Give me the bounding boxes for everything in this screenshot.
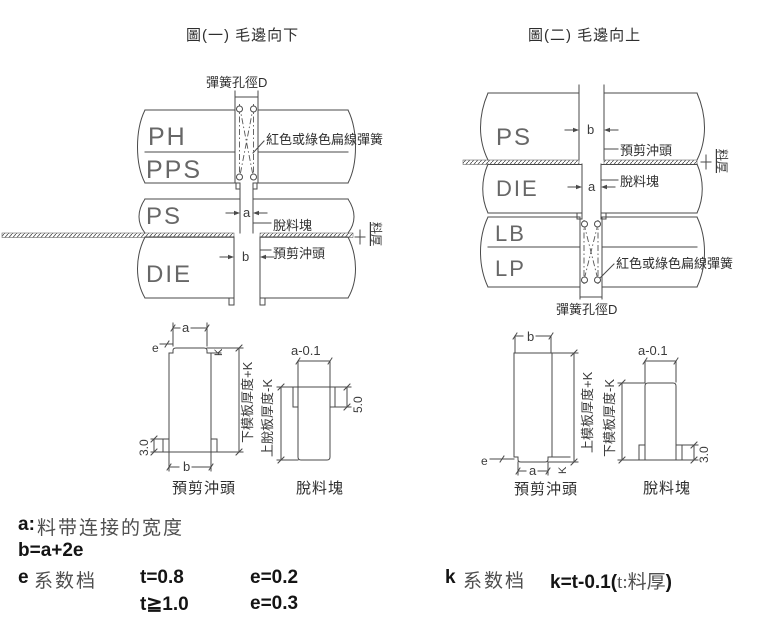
fig2-material-strip-left [462,159,580,165]
fig2-strip-thickness-dim: 料厚 [700,149,729,173]
note-k-formula-post: ) [665,572,672,593]
figure2-title: 圖(二) 毛邊向上 [528,27,641,44]
fig1-spring-hole-walls [234,96,259,184]
fig1-dim-b-text: b [242,249,249,264]
fig2-spring-hole-dim-label: 彈簧孔徑D [556,302,617,317]
fig2-dim-b: b [564,122,619,137]
fig2-plate-label-lb: LB [495,221,526,246]
d2-stripper-dim-width: a-0.1 [638,343,668,358]
note-k-formula-pre: k=t-0.1( [550,572,618,593]
note-k-label: 系数档 [463,571,527,592]
figure2-assembly: 圖(二) 毛邊向上 PS b 預剪沖頭 料厚 [462,27,733,317]
fig1-spring-hole-dim-label: 彈簧孔徑D [206,75,267,90]
d1-stripper-dim-length: 上脫板厚度-K [260,379,275,457]
d2-stripper-dim-flange: 3.0 [697,446,711,463]
fig2-punch-label: 預剪沖頭 [620,143,672,158]
fig1-stripper-plate: PS [138,198,355,234]
fig1-plate-label-ps: PS [146,203,182,230]
fig2-material-strip-right [603,159,698,165]
fig1-upper-plate-stack: PH PPS [137,109,356,184]
fig1-plate-label-pps: PPS [146,156,202,184]
note-a-text: 料带连接的宽度 [37,518,185,539]
note-row2-t: t≧1.0 [140,594,189,615]
d2-punch-dim-k: K [557,466,569,474]
note-row1-t: t=0.8 [140,567,184,588]
note-e-letter: e [18,567,29,588]
fig2-stripper-label: 脫料塊 [620,174,659,189]
note-b-formula: b=a+2e [18,540,84,561]
fig2-stripper-block-walls [581,163,602,214]
d1-punch-dim-length: 下模板厚度+K [240,361,255,443]
fig1-dim-b: b [219,249,275,264]
fig2-dim-b-text: b [587,122,594,137]
fig1-plate-label-die: DIE [146,261,192,288]
fig2-dim-a: a [567,179,616,194]
fig2-die-plate: DIE [482,163,703,214]
d1-punch-dim-k: K [213,348,225,356]
detail-fig1-punch: a e K 下模板厚度+K 3.0 b 預剪沖頭 [137,320,255,497]
d2-punch-caption: 預剪沖頭 [514,481,578,498]
fig2-spring-label: 紅色或綠色扁線彈簧 [616,256,733,271]
d2-punch-dim-length: 上模板厚度+K [580,371,595,453]
fig1-flat-wire-spring [236,104,257,181]
detail-fig2-stripper: a-0.1 3.0 下模板厚度-K 脫料塊 [602,343,711,497]
fig2-spring-hole-dim-bracket [579,286,603,300]
d1-stripper-caption: 脫料塊 [296,480,344,497]
figure1-assembly: 圖(一) 毛邊向下 彈簧孔徑D PH PPS 紅色或綠色扁線彈簧 [1,27,383,306]
d1-punch-dim-flange: 3.0 [137,439,151,456]
note-row2-e: e=0.3 [250,593,299,614]
fig2-spring-leader-line [599,263,615,279]
note-row1-e: e=0.2 [250,567,299,588]
fig1-strip-thickness-label: 料厚 [369,222,383,246]
fig2-strip-thickness-label: 料厚 [715,149,729,173]
fig1-spring-hole-dim-bracket [234,90,259,98]
fig2-plate-label-die: DIE [496,176,539,201]
fig1-dim-a-text: a [243,205,251,220]
d2-punch-dim-b: b [527,329,534,344]
fig1-punch-walls [233,236,261,299]
d2-stripper-dim-length: 下模板厚度-K [602,379,617,457]
fig1-stripper-block-walls [239,198,254,234]
fig1-plate-label-ph: PH [148,123,187,151]
fig2-stripper-plate: PS [480,92,705,161]
d2-punch-dim-e: e [481,454,488,468]
note-k-letter: k [445,567,456,588]
fig1-die-plate: DIE [137,236,356,299]
note-k-formula: k=t-0.1(t:料厚) [550,567,672,594]
d1-punch-dim-b: b [183,459,190,474]
fig1-stripper-neck [239,182,254,200]
fig1-spring-label: 紅色或綠色扁線彈簧 [266,132,383,147]
fig1-dim-a: a [225,205,268,220]
note-e-label: 系数档 [34,571,98,592]
d1-punch-dim-a: a [182,320,190,335]
fig2-plate-label-ps: PS [496,124,532,151]
fig2-lower-plate-stack: LB LP [480,216,705,288]
fig2-dim-a-text: a [588,179,596,194]
d1-punch-dim-e: e [152,341,159,355]
note-a-prefix: a: [18,514,35,535]
detail-fig2-punch: b e a K 上模板厚度+K 預剪沖頭 [481,329,595,498]
d2-stripper-caption: 脫料塊 [643,480,691,497]
detail-fig1-stripper: a-0.1 5.0 上脫板厚度-K 脫料塊 [260,343,365,497]
d2-punch-dim-a: a [529,463,537,478]
fig1-material-strip-left [1,232,235,238]
figure1-title: 圖(一) 毛邊向下 [186,27,299,44]
d1-punch-caption: 預剪沖頭 [172,480,236,497]
d1-stripper-dim-width: a-0.1 [291,343,321,358]
fig1-stripper-label: 脫料塊 [273,218,312,233]
fig1-spring-leader-line [252,140,265,154]
d1-stripper-dim-flange: 5.0 [351,396,365,413]
fig1-strip-thickness-dim: 料厚 [354,222,383,246]
fig1-punch-label: 預剪沖頭 [273,246,325,261]
note-k-formula-var: t:料厚 [617,572,666,593]
fig2-punch-walls [578,84,605,161]
fig2-plate-label-lp: LP [495,256,526,281]
fig2-flat-wire-spring [581,220,601,284]
